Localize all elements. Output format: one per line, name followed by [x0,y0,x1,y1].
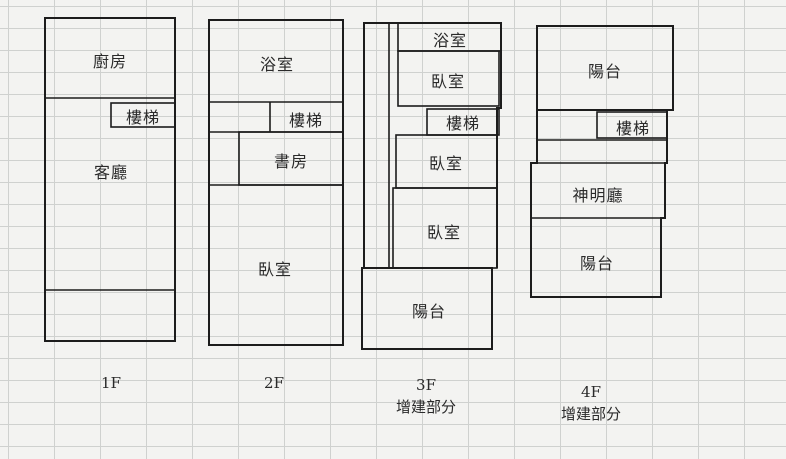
floor-label-1f: 1F [101,374,121,392]
room-label-bedroom-2: 臥室 [428,154,464,173]
room-label-stairs: 樓梯 [445,114,481,133]
room-label-bath: 浴室 [432,31,468,50]
floor-4f-walls [530,25,674,298]
floor-note-4f: 增建部分 [560,405,622,423]
room-label-stairs: 樓梯 [125,108,161,127]
floor-2f-walls [208,19,344,346]
room-label-stairs: 樓梯 [615,119,651,138]
room-label-shrine: 神明廳 [572,186,624,205]
room-label-balcony-1: 陽台 [587,62,623,81]
floor-3f-walls [361,22,502,350]
floor-label-3f: 3F [416,376,436,394]
room-label-bath: 浴室 [259,55,295,74]
floor-label-4f: 4F [581,383,601,401]
room-label-kitchen: 廚房 [92,52,128,71]
room-label-study: 書房 [273,152,309,171]
room-label-bedroom-3: 臥室 [426,223,462,242]
room-label-bedroom: 臥室 [257,260,293,279]
room-label-stairs: 樓梯 [288,111,324,130]
room-label-balcony: 陽台 [411,302,447,321]
floor-label-2f: 2F [264,374,284,392]
room-label-balcony-2: 陽台 [579,254,615,273]
room-label-bedroom-1: 臥室 [430,72,466,91]
room-label-living: 客廳 [93,163,129,182]
floor-1f-walls [44,17,176,342]
floor-note-3f: 增建部分 [395,398,457,416]
